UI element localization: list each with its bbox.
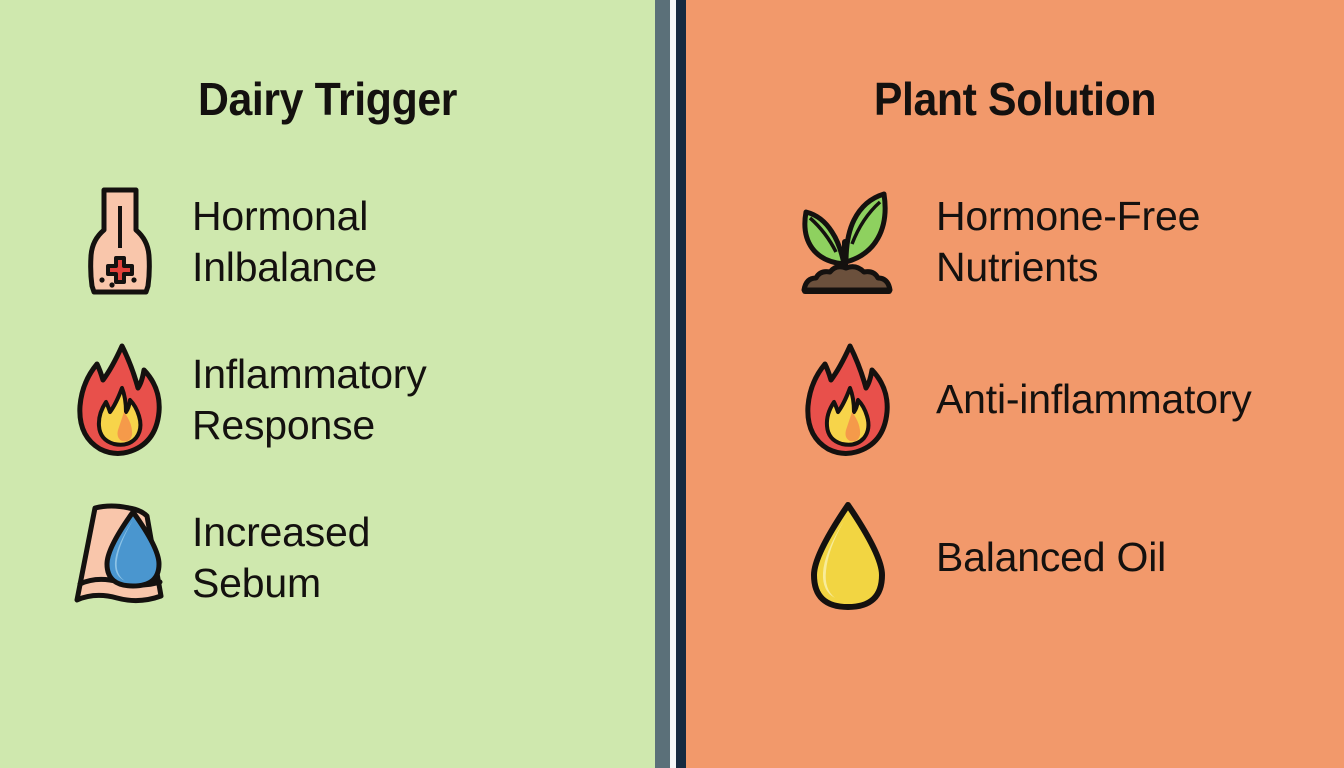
seedling-icon xyxy=(794,186,902,298)
left-panel-title: Dairy Trigger xyxy=(197,73,458,125)
right-panel-item-list: Hormone-Free Nutrients Anti-inflammatory xyxy=(686,163,1344,637)
skin-patch-cross-icon xyxy=(66,186,174,298)
list-item: Hormonal Inlbalance xyxy=(66,163,655,321)
list-item: Hormone-Free Nutrients xyxy=(794,163,1344,321)
divider-band-navy xyxy=(676,0,686,768)
list-item: Increased Sebum xyxy=(66,479,655,637)
flame-icon xyxy=(794,342,902,458)
dairy-trigger-panel: Dairy Trigger Hormonal Inlbalance xyxy=(0,0,655,768)
panel-divider xyxy=(655,0,686,768)
list-item: Balanced Oil xyxy=(794,479,1344,637)
list-item: Inflammatory Response xyxy=(66,321,655,479)
oil-drop-icon xyxy=(794,499,902,617)
right-panel-title: Plant Solution xyxy=(873,73,1157,125)
flame-icon xyxy=(66,342,174,458)
left-panel-item-list: Hormonal Inlbalance Inflammatory Respons… xyxy=(0,163,655,637)
list-item-label: Balanced Oil xyxy=(936,534,1167,581)
divider-band-white xyxy=(670,0,676,768)
list-item-label: Hormonal Inlbalance xyxy=(192,192,377,290)
list-item: Anti-inflammatory xyxy=(794,321,1344,479)
skin-water-drop-icon xyxy=(66,500,174,616)
list-item-label: Inflammatory Response xyxy=(192,350,427,448)
divider-band-slate xyxy=(655,0,670,768)
list-item-label: Increased Sebum xyxy=(192,508,371,606)
list-item-label: Hormone-Free Nutrients xyxy=(936,192,1201,290)
plant-solution-panel: Plant Solution Hormone-Free Nutrients xyxy=(686,0,1344,768)
list-item-label: Anti-inflammatory xyxy=(936,376,1252,423)
